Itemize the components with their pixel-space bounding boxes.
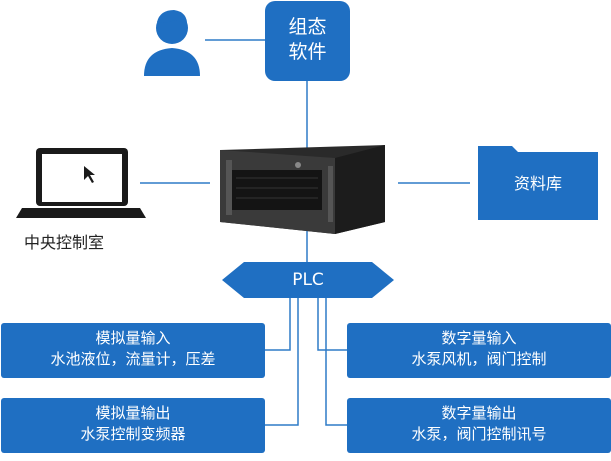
- analog-out-connector: [265, 298, 299, 426]
- digital-in-connector: [317, 298, 347, 351]
- analog-output-title: 模拟量输出: [95, 404, 171, 422]
- analog-input-detail: 水池液位，流量计，压差: [50, 350, 216, 368]
- digital-output-box: 数字量输出 水泵，阀门控制讯号: [347, 398, 611, 453]
- server-icon: [220, 145, 385, 234]
- database-label: 资料库: [513, 174, 562, 193]
- digital-input-detail: 水泵风机，阀门控制: [411, 350, 547, 368]
- analog-input-title: 模拟量输入: [95, 329, 171, 347]
- digital-out-connector: [325, 298, 347, 426]
- user-icon: [144, 10, 200, 76]
- digital-output-title: 数字量输出: [441, 404, 517, 422]
- analog-output-detail: 水泵控制变频器: [80, 425, 186, 443]
- analog-input-box: 模拟量输入 水池液位，流量计，压差: [1, 323, 265, 378]
- analog-output-box: 模拟量输出 水泵控制变频器: [1, 398, 265, 453]
- plc-label: PLC: [292, 270, 324, 290]
- control-room-label: 中央控制室: [24, 233, 105, 252]
- plc-hexagon: [222, 262, 394, 298]
- config-software-box: 组态 软件: [265, 1, 350, 81]
- database-folder-icon: [478, 146, 598, 220]
- config-software-line1: 组态: [288, 16, 327, 38]
- digital-input-title: 数字量输入: [441, 329, 517, 347]
- digital-input-box: 数字量输入 水泵风机，阀门控制: [347, 323, 611, 378]
- analog-in-connector: [265, 298, 291, 351]
- laptop-icon: [16, 148, 146, 218]
- digital-output-detail: 水泵，阀门控制讯号: [411, 425, 547, 443]
- config-software-line2: 软件: [288, 41, 327, 63]
